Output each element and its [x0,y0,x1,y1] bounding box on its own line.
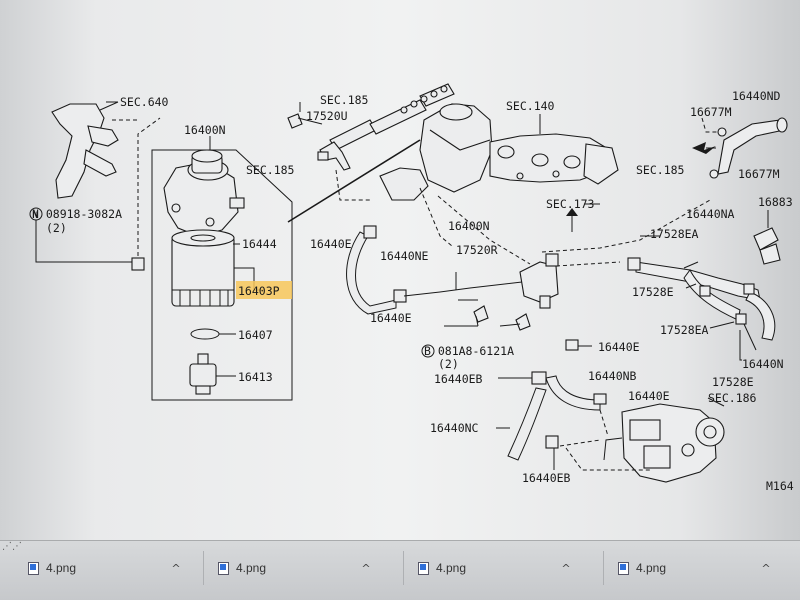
o-ring-part [190,328,220,340]
svg-text:N: N [33,211,38,221]
label-sec640: SEC.640 [120,95,169,109]
label-16440nb: 16440NB [588,369,637,383]
label-16440e-a: 16440E [310,237,352,251]
label-16400n-filter: 16400N [184,123,226,137]
download-filename: 4.png [46,561,77,575]
label-17520r: 17520R [456,243,498,257]
label-16407: 16407 [238,328,273,342]
filter-group-outline [151,149,293,401]
fuel-filter-element [171,229,235,307]
intake-manifold-part [489,133,619,185]
label-16440na: 16440NA [686,207,735,221]
download-filename: 4.png [436,561,467,575]
download-filename: 4.png [636,561,667,575]
label-16440eb-a: 16440EB [434,372,483,386]
label-16440n: 16440N [742,357,784,371]
label-081a8: B 081A8-6121A [424,344,514,358]
download-item[interactable]: 4.png ^ [14,551,204,585]
bracket-part [51,101,119,199]
label-16440ne: 16440NE [380,249,429,263]
label-16883: 16883 [758,195,793,209]
download-item[interactable]: 4.png ^ [604,551,794,585]
label-17528e-a: 17528E [632,285,674,299]
download-item[interactable]: 4.png ^ [204,551,404,585]
priming-pump-part [519,253,559,309]
chevron-up-icon[interactable]: ^ [761,561,771,575]
label-sec186: SEC.186 [708,391,757,405]
label-sec173: SEC.173 [546,197,595,211]
label-16677m-b: 16677M [738,167,780,181]
label-081a8-qty: (2) [438,357,459,371]
image-file-icon [418,562,429,575]
label-16677m-a: 16677M [690,105,732,119]
label-16403p: 16403P [238,284,280,298]
label-16413: 16413 [238,370,273,384]
download-filename: 4.png [236,561,267,575]
hose-16440NC [507,387,547,461]
downloads-bar: ⋰⋰ 4.png ^ 4.png ^ 4.png ^ 4.png ^ [0,540,800,600]
label-16440e-b: 16440E [370,311,412,325]
image-file-icon [28,562,39,575]
chevron-up-icon[interactable]: ^ [361,561,371,575]
label-m164: M164 [766,479,794,493]
label-16440nd: 16440ND [732,89,781,103]
clamp-part [753,227,781,265]
label-sec140: SEC.140 [506,99,555,113]
image-file-icon [218,562,229,575]
sensor-part [189,353,217,395]
label-16440eb-b: 16440EB [522,471,571,485]
label-17528ea-a: 17528EA [650,227,699,241]
filter-head-part [163,149,245,237]
chevron-up-icon[interactable]: ^ [171,561,181,575]
clamp-small [565,339,579,351]
image-file-icon [618,562,629,575]
label-16440nc: 16440NC [430,421,479,435]
label-16400n-tank: 16400N [448,219,490,233]
label-sec185-left: SEC.185 [246,163,294,177]
label-16444: 16444 [242,237,277,251]
mount-bolts [473,305,531,331]
grip-icon: ⋰⋰ [2,541,22,552]
label-17528ea-b: 17528EA [660,323,709,337]
fuel-tank-part [379,103,493,201]
hose-16440NB [545,375,601,411]
parts-diagram: N [29,83,794,493]
label-08918-qty: (2) [46,221,67,235]
chevron-up-icon[interactable]: ^ [561,561,571,575]
return-pipe-part [709,117,788,179]
label-16440e-d: 16440E [628,389,670,403]
highlight-16403P [236,281,292,299]
label-sec185-right: SEC.185 [636,163,684,177]
label-08918: N 08918-3082A [32,207,122,221]
download-item[interactable]: 4.png ^ [404,551,604,585]
bolt-part [131,257,145,271]
injection-pump-part [603,403,725,483]
feed-hose-left [346,225,407,315]
hose-assembly-right [627,257,776,341]
label-17528e-b: 17528E [712,375,754,389]
label-sec185-top: SEC.185 [320,93,368,107]
label-16440e-c: 16440E [598,340,640,354]
label-17520u: 17520U [306,109,348,123]
